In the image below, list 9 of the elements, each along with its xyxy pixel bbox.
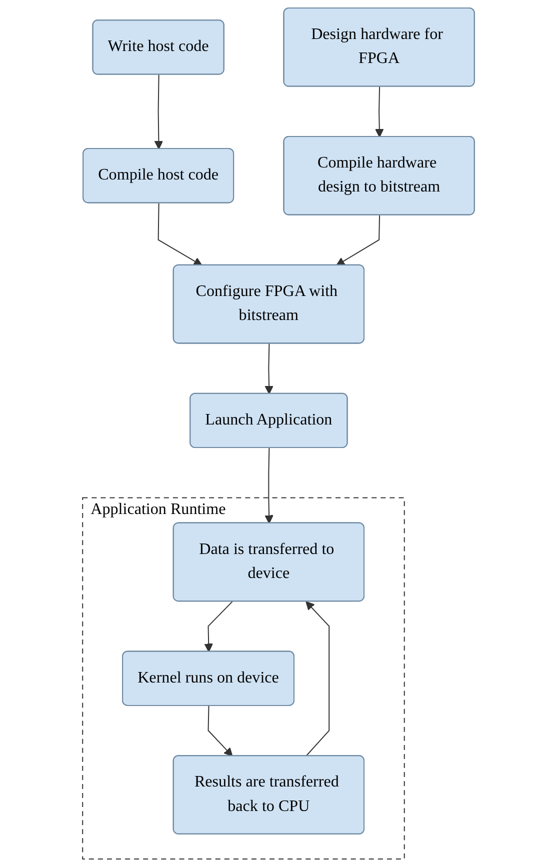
arrow xyxy=(264,344,274,394)
arrow xyxy=(306,601,330,756)
arrow xyxy=(264,448,274,524)
arrow xyxy=(208,706,233,757)
arrow xyxy=(158,203,202,266)
arrow xyxy=(336,215,380,266)
arrow xyxy=(374,86,384,138)
arrow xyxy=(204,601,233,652)
arrow xyxy=(154,74,164,150)
